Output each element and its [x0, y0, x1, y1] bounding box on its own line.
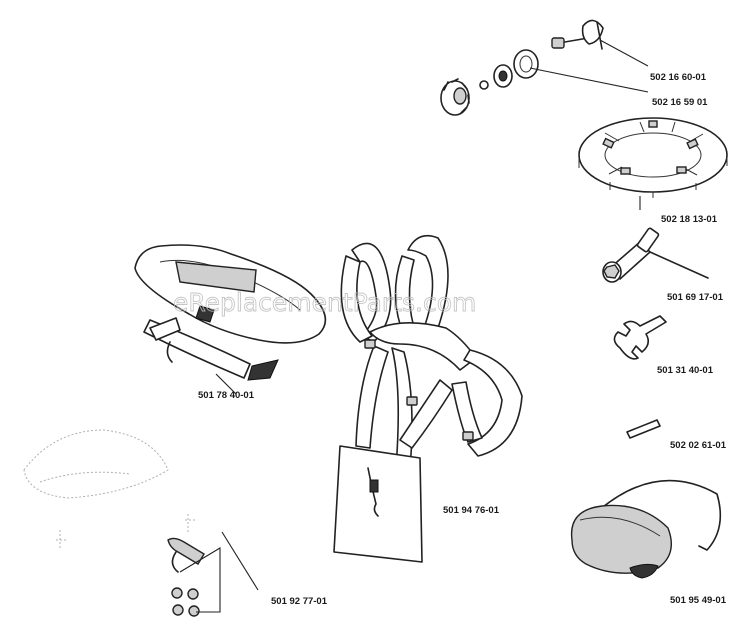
part-label-502-18-13-01: 502 18 13-01 [661, 214, 718, 225]
shoulder-harness [333, 234, 523, 563]
pin [626, 419, 661, 439]
leader-lines [215, 39, 649, 591]
part-label-501-94-76-01: 501 94 76-01 [443, 505, 500, 516]
mounting-bracket [167, 514, 221, 617]
part-label-501-92-77-01: 501 92 77-01 [271, 596, 328, 607]
face-visor [570, 479, 722, 579]
part-label-501-95-49-01: 501 95 49-01 [670, 595, 727, 606]
watermark-text: eReplacementParts.com [173, 288, 476, 317]
part-labels: 502 16 60-01 502 16 59 01 502 18 13-01 5… [198, 72, 727, 607]
part-label-502-16-59-01: 502 16 59 01 [652, 97, 708, 108]
combination-spanner [602, 227, 709, 283]
hip-belt [134, 244, 327, 381]
protective-disc [578, 117, 728, 198]
part-label-502-16-60-01: 502 16 60-01 [650, 72, 707, 83]
part-label-502-02-61-01: 502 02 61-01 [670, 440, 727, 451]
part-label-501-31-40-01: 501 31 40-01 [657, 365, 714, 376]
open-end-wrench [613, 315, 667, 360]
ghost-outline [23, 429, 169, 550]
trimmer-head-assembly [440, 19, 604, 116]
part-label-501-69-17-01: 501 69 17-01 [667, 292, 724, 303]
part-label-501-78-40-01: 501 78 40-01 [198, 390, 255, 401]
